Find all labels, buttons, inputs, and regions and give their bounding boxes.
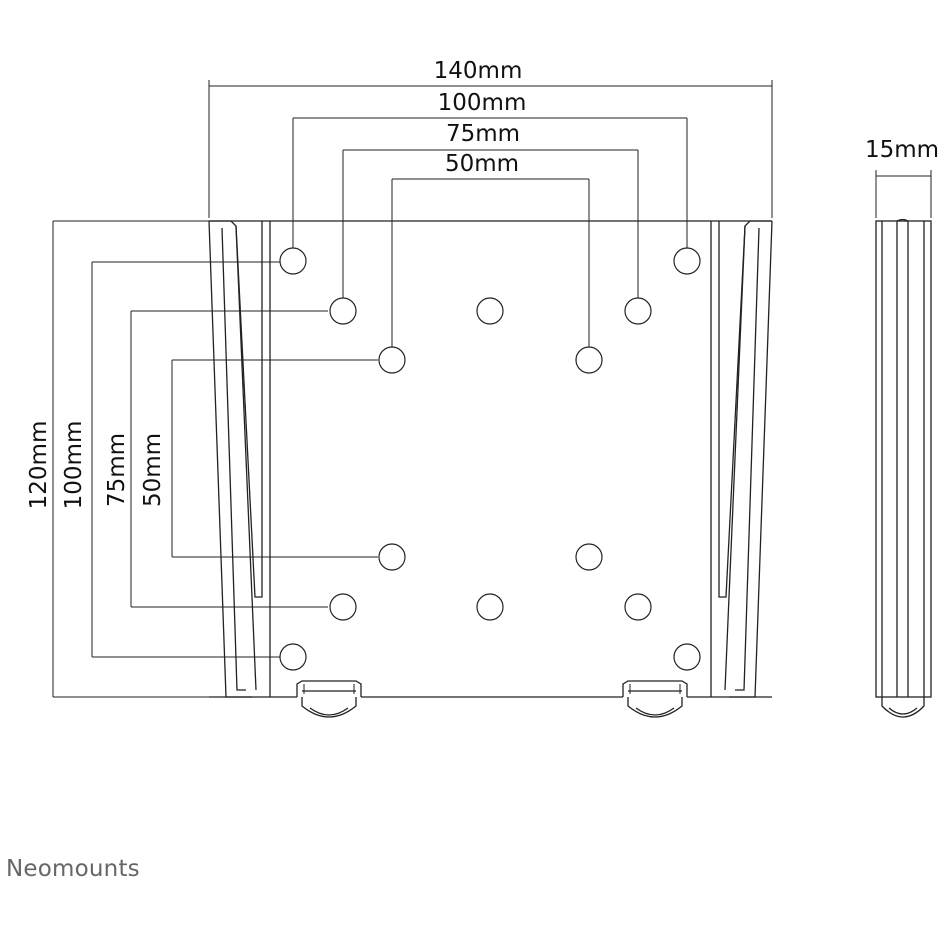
hole-center-bottom — [476, 593, 504, 621]
height-dimension-50: 50mm — [140, 359, 378, 558]
mount-side-view: 15mm — [865, 137, 939, 718]
dim-label-75mm-vertical: 75mm — [104, 433, 130, 507]
width-dimension-75: 75mm — [342, 121, 639, 310]
hole-75-top-left — [329, 297, 357, 325]
height-dimension-75: 75mm — [104, 310, 328, 608]
hole-100-bottom-right — [673, 643, 701, 671]
lock-clip-right — [622, 680, 688, 718]
height-dimension-120: 120mm — [26, 220, 240, 698]
dim-label-50mm-vertical: 50mm — [140, 433, 166, 507]
dim-label-140mm: 140mm — [434, 58, 523, 84]
hole-50-bottom-right — [575, 543, 603, 571]
width-dimension-50: 50mm — [391, 151, 590, 359]
hole-100-bottom-left — [279, 643, 307, 671]
dim-label-100mm-vertical: 100mm — [61, 421, 87, 510]
hole-50-top-left — [378, 346, 406, 374]
lock-clip-left — [296, 680, 362, 718]
brand-logo: Neomounts — [6, 856, 140, 882]
dim-label-75mm-horizontal: 75mm — [446, 121, 520, 147]
dim-label-15mm-depth: 15mm — [865, 137, 939, 163]
hole-75-bottom-right — [624, 593, 652, 621]
dim-label-100mm-horizontal: 100mm — [438, 90, 527, 116]
width-dimension-140: 140mm — [208, 58, 773, 218]
hole-center-top — [476, 297, 504, 325]
hole-100-top-right — [673, 247, 701, 275]
mounting-holes — [279, 247, 701, 671]
dim-label-50mm-horizontal: 50mm — [445, 151, 519, 177]
dim-label-120mm: 120mm — [26, 421, 52, 510]
height-dimension-100: 100mm — [61, 261, 280, 658]
hole-100-top-left — [279, 247, 307, 275]
hole-50-bottom-left — [378, 543, 406, 571]
width-dimension-100: 100mm — [292, 90, 688, 260]
hole-75-bottom-left — [329, 593, 357, 621]
hole-50-top-right — [575, 346, 603, 374]
hole-75-top-right — [624, 297, 652, 325]
mount-plate-front-view — [208, 220, 773, 718]
